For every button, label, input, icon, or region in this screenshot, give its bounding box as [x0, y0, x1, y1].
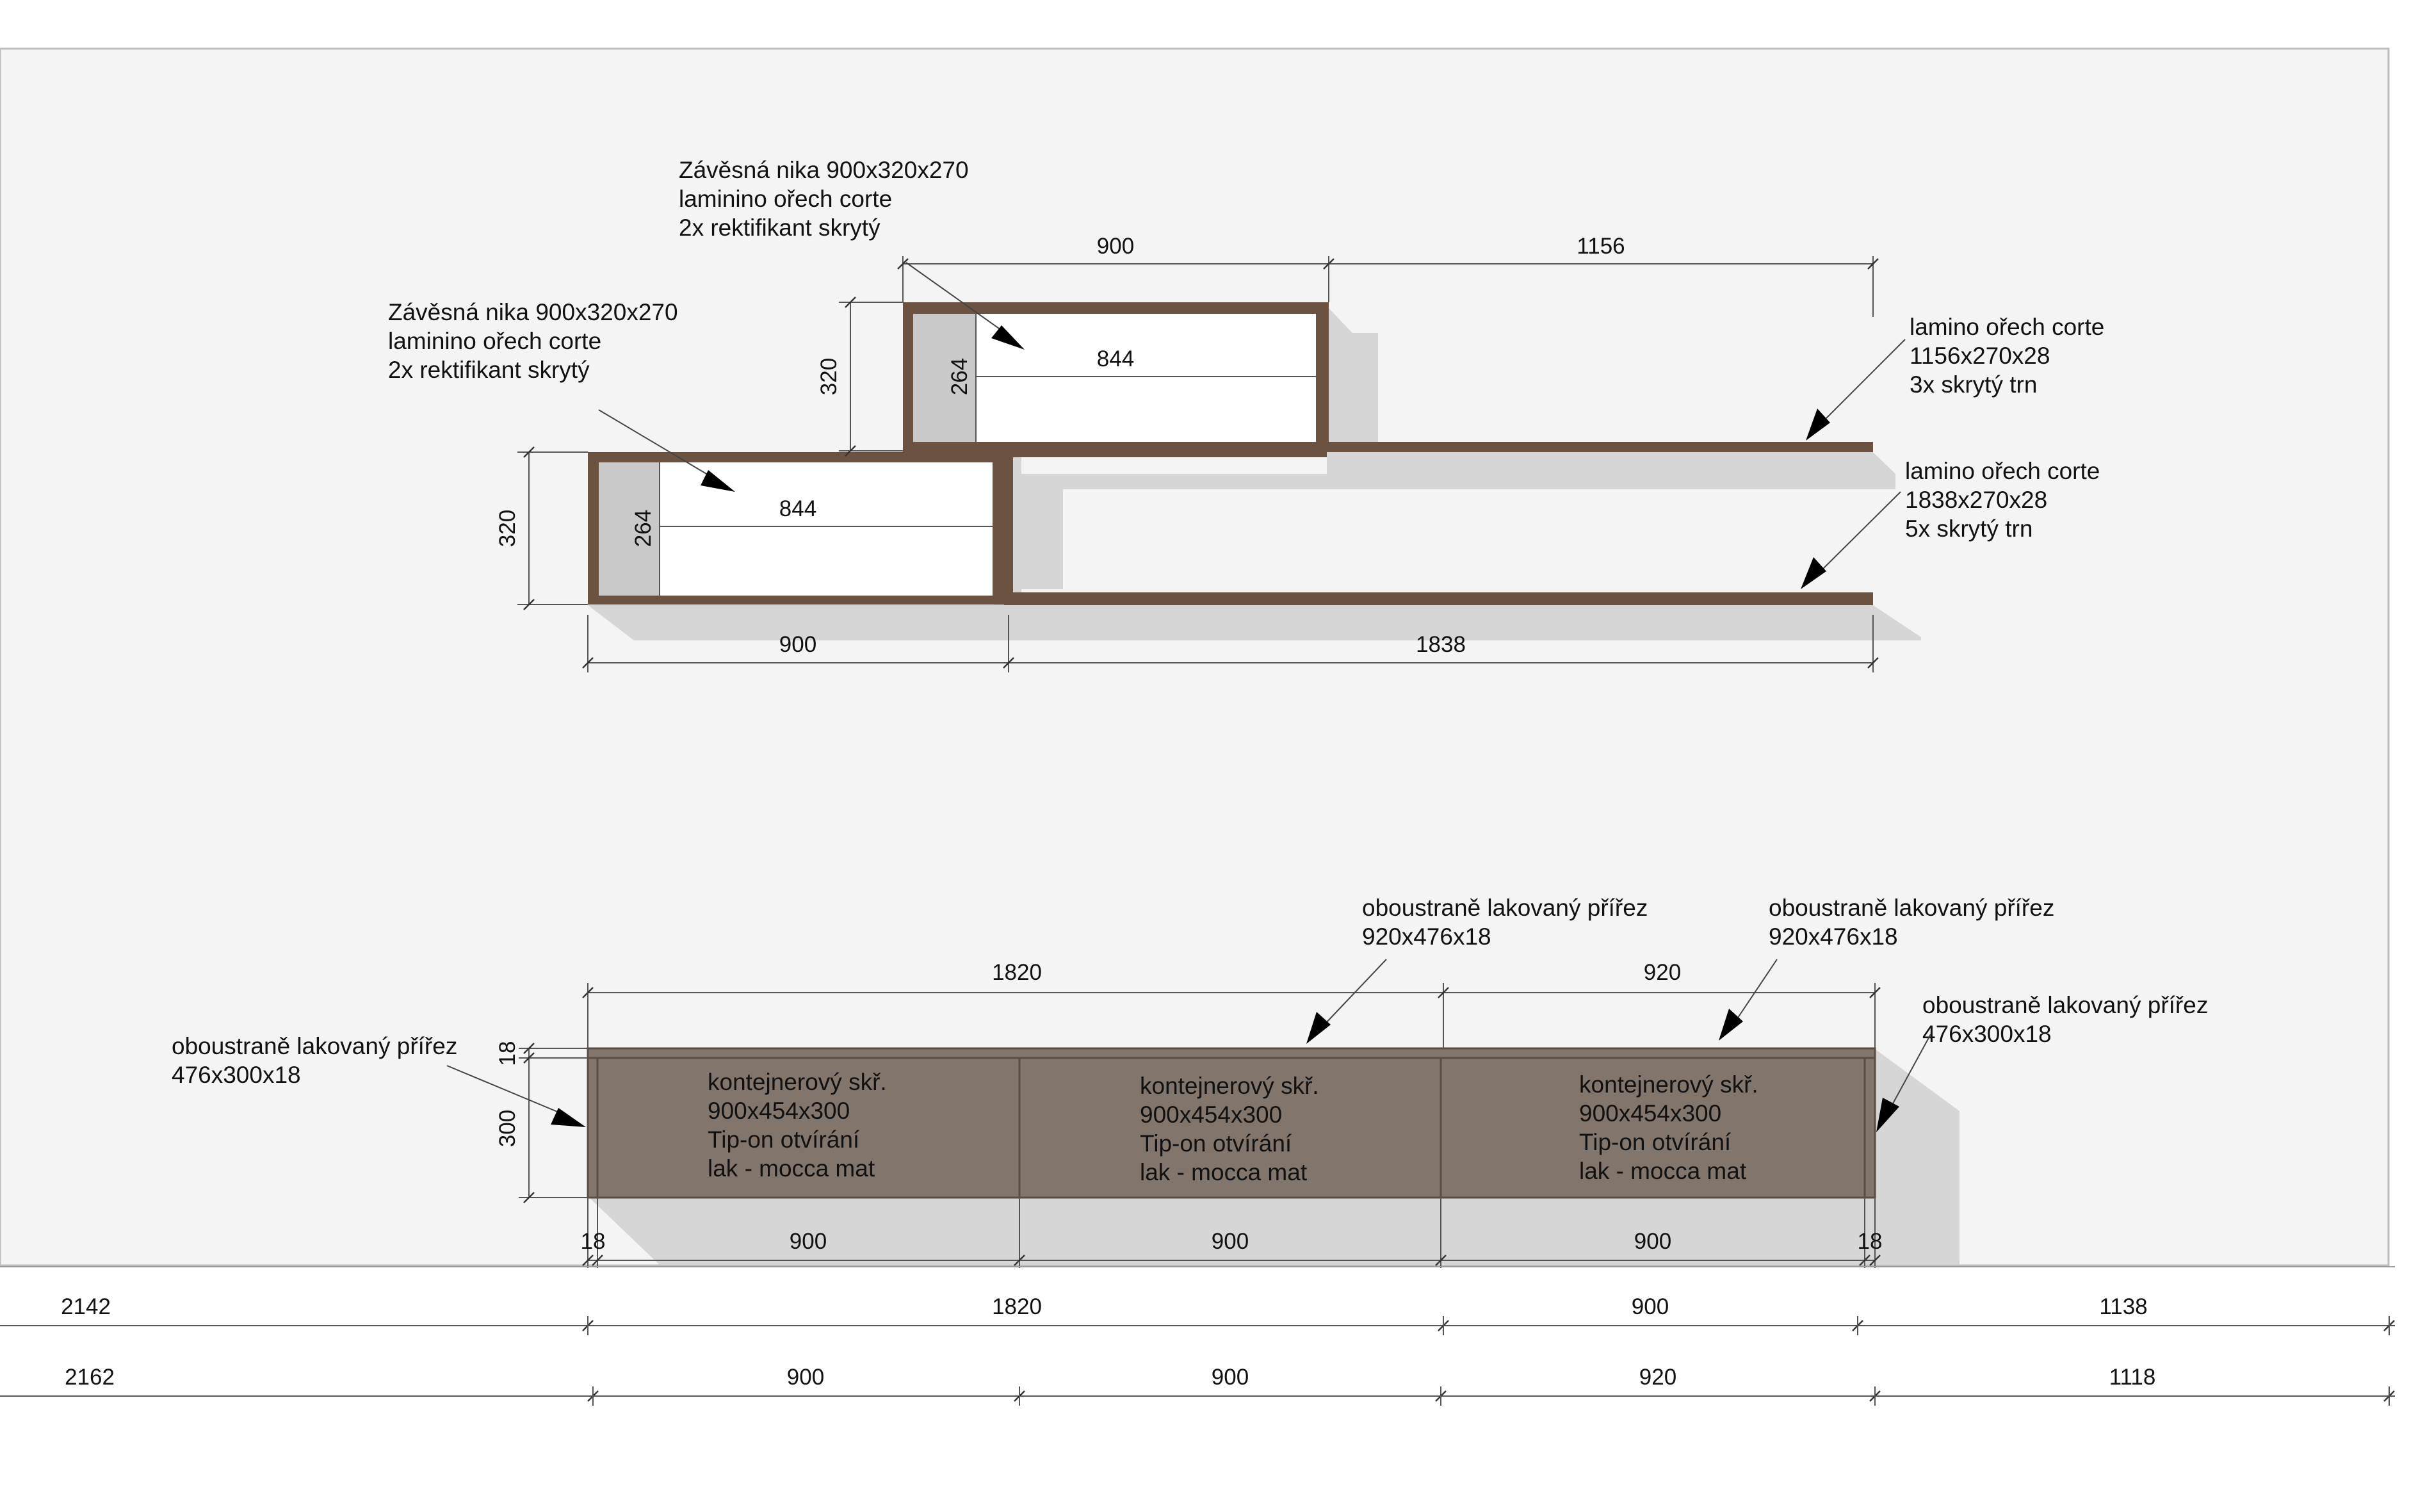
upper-shelf-board — [1327, 442, 1873, 452]
dim-cabinet-bottom-900-3: 900 — [1634, 1229, 1671, 1254]
dim-cabinet-bottom-18-right: 18 — [1858, 1229, 1883, 1254]
arrow-lower-niche — [701, 470, 735, 492]
wall-dim-row1-right: 1138 — [2099, 1294, 2147, 1319]
note-top-panel-2: oboustraně lakovaný přířez 920x476x18 — [1769, 895, 2061, 950]
arrow-upper-niche — [991, 325, 1025, 350]
shadow-upper-niche — [1327, 306, 1378, 442]
dim-cabinet-bottom-900-1: 900 — [790, 1229, 827, 1254]
arrow-left-panel — [551, 1108, 586, 1127]
dim-lower-niche-inner-height: 264 — [631, 510, 656, 547]
arrow-lower-shelf — [1801, 557, 1826, 589]
shadow-upper-shelf — [1327, 452, 1895, 474]
shadows — [588, 306, 1959, 1265]
note-lower-shelf: lamino ořech corte 1838x270x28 5x skrytý… — [1905, 458, 2107, 542]
wall-dimensions: 2142 1820 900 1138 2162 900 900 920 1118 — [0, 1266, 2395, 1406]
upper-niche-inner-shade — [913, 314, 976, 442]
lower-shelf-board — [1004, 592, 1873, 605]
shadow-lower-shelf — [588, 605, 1921, 640]
upper-niche-inner — [976, 314, 1316, 442]
note-upper-shelf: lamino ořech corte 1156x270x28 3x skrytý… — [1910, 314, 2111, 398]
wall-dim-row2-left: 2162 — [65, 1365, 115, 1390]
lower-niche-inner-shade — [599, 462, 660, 596]
dim-lower-shelf-width: 1838 — [1416, 632, 1466, 657]
container-1-label: kontejnerový skř. 900x454x300 Tip-on otv… — [708, 1069, 893, 1182]
wall-dim-row2-seg1: 900 — [787, 1365, 824, 1390]
wall-dim-row1-middle: 900 — [1632, 1294, 1669, 1319]
note-lower-niche: Závěsná nika 900x320x270 laminino ořech … — [388, 299, 685, 383]
note-right-panel: oboustraně lakovaný přířez 476x300x18 — [1922, 992, 2215, 1047]
dim-cabinet-height: 300 — [495, 1110, 520, 1147]
dim-upper-niche-height: 320 — [816, 358, 841, 395]
arrow-top-panel-2 — [1719, 1009, 1743, 1041]
arrow-right-panel — [1876, 1098, 1899, 1132]
shadow-center-block — [994, 452, 1895, 605]
wall-dim-row1-cabinet: 1820 — [992, 1294, 1042, 1319]
dim-upper-niche-width: 900 — [1097, 234, 1134, 259]
center-top-board — [1004, 451, 1327, 457]
shelf-dimensions: 900 1156 320 264 844 320 264 844 — [495, 234, 1879, 672]
note-upper-niche: Závěsná nika 900x320x270 laminino ořech … — [679, 157, 975, 241]
cabinet-body — [587, 1047, 1876, 1199]
dim-cabinet-top-thickness: 18 — [495, 1041, 520, 1066]
wall-dim-row2-right: 1118 — [2109, 1365, 2156, 1390]
center-divider — [1004, 452, 1013, 605]
cabinet-dimensions: 1820 920 18 300 18 900 900 900 18 — [495, 960, 1882, 1268]
center-board — [903, 442, 1012, 452]
container-2-label: kontejnerový skř. 900x454x300 Tip-on otv… — [1140, 1073, 1326, 1185]
dim-lower-niche-width: 900 — [779, 632, 816, 657]
note-left-panel: oboustraně lakovaný přířez 476x300x18 — [172, 1033, 464, 1088]
shadow-cabinet-bottom — [588, 1196, 1875, 1265]
note-top-panel-1: oboustraně lakovaný přířez 920x476x18 — [1362, 895, 1655, 950]
shadow-cabinet-right — [1875, 1049, 1959, 1265]
container-3-label: kontejnerový skř. 900x454x300 Tip-on otv… — [1579, 1071, 1765, 1184]
dim-lower-niche-inner-width: 844 — [779, 496, 816, 521]
dim-upper-niche-inner-height: 264 — [947, 358, 972, 395]
dim-cabinet-total-width: 1820 — [992, 960, 1042, 985]
dim-upper-shelf-width: 1156 — [1577, 234, 1625, 259]
dim-lower-niche-height: 320 — [495, 510, 520, 547]
arrow-upper-shelf — [1806, 409, 1830, 441]
dim-cabinet-right-width: 920 — [1644, 960, 1681, 985]
dim-cabinet-bottom-900-2: 900 — [1212, 1229, 1249, 1254]
shelf-annotations: Závěsná nika 900x320x270 laminino ořech … — [388, 157, 2111, 589]
cabinet: kontejnerový skř. 900x454x300 Tip-on otv… — [587, 1047, 1876, 1199]
cabinet-annotations: oboustraně lakovaný přířez 920x476x18 ob… — [172, 895, 2215, 1132]
dim-upper-niche-inner-width: 844 — [1097, 346, 1134, 371]
wall-dim-row2-seg2: 900 — [1212, 1365, 1249, 1390]
dim-cabinet-bottom-18-left: 18 — [581, 1229, 606, 1254]
wall-dim-row1-left: 2142 — [61, 1294, 111, 1319]
arrow-top-panel-1 — [1306, 1012, 1331, 1044]
wall-dim-row2-seg3: 920 — [1639, 1365, 1676, 1390]
